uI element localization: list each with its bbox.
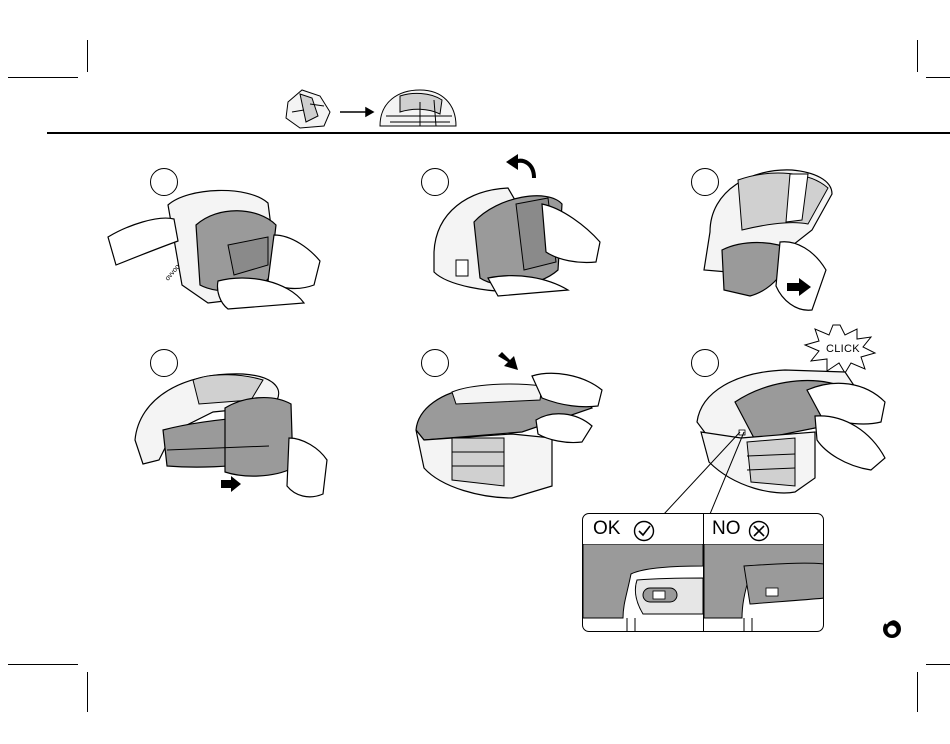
- push-arrow-icon: [221, 476, 241, 492]
- page-marker-icon: [880, 616, 904, 640]
- crop-mark-bottom-right-h: [926, 664, 950, 665]
- crop-mark-top-left-v: [87, 40, 88, 72]
- status-ok-label: OK: [593, 518, 620, 540]
- status-no-label: NO: [712, 518, 741, 540]
- step-2-illustration: [428, 182, 603, 307]
- unfolded-helmet-icon: [380, 90, 456, 126]
- status-ok-panel: OK: [583, 514, 703, 631]
- arrow-right-icon: [340, 108, 373, 116]
- click-label: CLICK: [826, 343, 860, 355]
- rotate-arrow-icon: [504, 152, 540, 182]
- cross-circle-icon: [748, 520, 770, 542]
- crop-mark-top-left-h: [8, 77, 78, 78]
- crop-mark-bottom-left-v: [87, 672, 88, 712]
- svg-text:ovvoo: ovvoo: [164, 263, 181, 282]
- push-arrow-icon: [498, 350, 520, 370]
- ok-latch-illustration: [583, 544, 703, 632]
- push-arrow-icon: [787, 278, 811, 296]
- crop-mark-top-right-v: [917, 40, 918, 72]
- crop-mark-top-right-h: [926, 77, 950, 78]
- status-no-panel: NO: [704, 514, 824, 631]
- step-1-illustration: ovvoo: [108, 185, 328, 310]
- header-rule: [47, 132, 950, 134]
- check-circle-icon: [633, 520, 655, 542]
- header-transform-diagram: [280, 82, 460, 132]
- crop-mark-bottom-right-v: [917, 672, 918, 712]
- step-5-illustration: [412, 368, 607, 503]
- step-3-illustration: [692, 160, 832, 320]
- latch-comparison-box: OK NO: [582, 513, 824, 632]
- callout-lines: [630, 432, 750, 517]
- no-latch-illustration: [704, 544, 824, 632]
- folded-helmet-icon: [286, 90, 330, 128]
- crop-mark-bottom-left-h: [8, 664, 78, 665]
